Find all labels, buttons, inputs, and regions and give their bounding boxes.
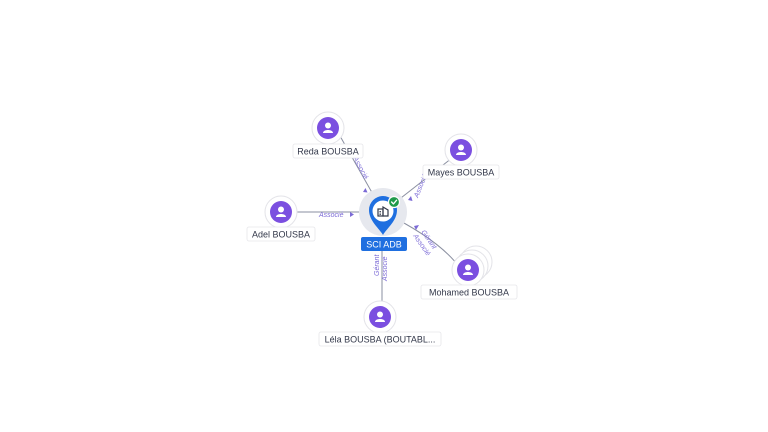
- edge-label-reda: Associé: [351, 155, 369, 181]
- person-name: Mohamed BOUSBA: [429, 288, 509, 298]
- person-icon: [463, 264, 473, 275]
- person-node-mayes[interactable]: Mayes BOUSBA: [422, 133, 500, 180]
- person-node-adel[interactable]: Adel BOUSBA: [246, 195, 316, 242]
- company-name: SCI ADB: [366, 240, 402, 250]
- arrow-reda: [363, 188, 368, 193]
- check-badge-icon: [387, 195, 401, 209]
- edge-arrows: [350, 188, 419, 230]
- company-label-box: [361, 237, 407, 251]
- person-icon: [375, 311, 385, 322]
- person-name-box: [292, 143, 364, 159]
- person-node-lela[interactable]: Léla BOUSBA (BOUTABL...: [318, 300, 442, 347]
- person-name-box: [422, 164, 500, 180]
- person-icon: [323, 122, 333, 133]
- person-node-mohamed[interactable]: Mohamed BOUSBA: [420, 245, 518, 300]
- person-name: Mayes BOUSBA: [428, 168, 495, 178]
- edge-label-lela-1: Gérant: [374, 254, 381, 276]
- person-name-box: [246, 226, 316, 242]
- building-icon: [377, 205, 389, 217]
- arrow-adel: [350, 212, 354, 217]
- company-node[interactable]: SCI ADB: [359, 188, 407, 251]
- arrow-mohamed: [414, 225, 419, 230]
- edge-label-lela-2: Associé: [382, 256, 389, 282]
- person-name-box: [420, 284, 518, 300]
- edge-label-adel: Associé: [318, 212, 344, 219]
- person-name: Adel BOUSBA: [252, 230, 310, 240]
- person-icon: [276, 206, 286, 217]
- person-name: Léla BOUSBA (BOUTABL...: [325, 335, 436, 345]
- person-name: Reda BOUSBA: [297, 147, 359, 157]
- person-icon: [456, 144, 466, 155]
- arrow-mayes: [408, 196, 413, 201]
- person-name-box: [318, 331, 442, 347]
- person-node-reda[interactable]: Reda BOUSBA: [292, 111, 364, 159]
